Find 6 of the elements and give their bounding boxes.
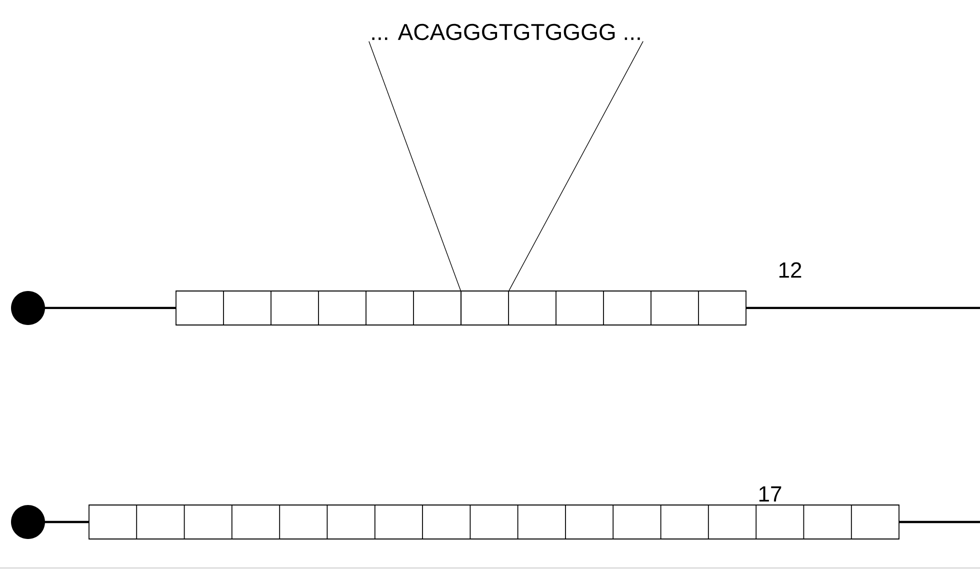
leader-line (368, 41, 461, 291)
repeat-count: 12 (779, 262, 802, 278)
repeat-count: 17 (759, 486, 782, 502)
repeat-box (460, 290, 509, 326)
leader-line (508, 41, 644, 291)
sequence-text: ... ACAGGGTGTGGGG ... (372, 24, 640, 40)
